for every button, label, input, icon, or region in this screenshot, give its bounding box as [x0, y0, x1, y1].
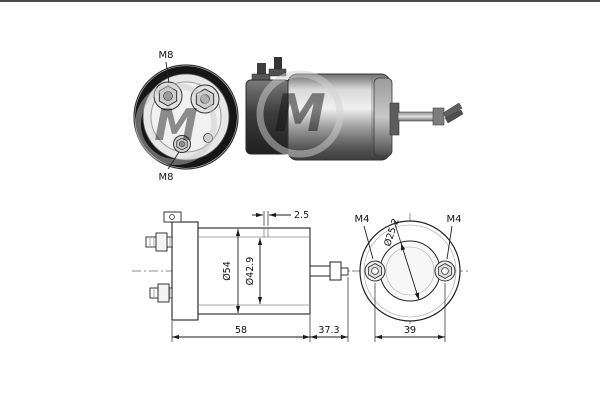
dim-label-inner-dia: Ø42.9 [245, 257, 256, 286]
leader-m4-right [446, 225, 453, 260]
dim-label-shaft-length: 37.3 [318, 325, 339, 336]
watermark-ring [135, 83, 217, 165]
drawing-body [197, 227, 311, 315]
drawing-plunger-head [329, 261, 342, 281]
drawing-flange [171, 221, 199, 321]
drawing-terminal-bottom [149, 283, 173, 303]
photo-stud-2 [274, 57, 282, 76]
photo-stud-1 [257, 63, 266, 80]
watermark-logo: M [274, 84, 326, 144]
label-hole-m4-right: M4 [447, 214, 462, 225]
watermark-logo: M [154, 100, 198, 151]
drawing-shaft [309, 265, 333, 277]
rear-view: M4 M4 Ø25.2 39 [352, 213, 468, 342]
bolt-center [163, 91, 173, 101]
drawing-shaft-tip [340, 267, 349, 276]
leader-m4-left [363, 225, 374, 260]
label-hole-m4-left: M4 [355, 214, 370, 225]
rear-secondary-circle [363, 224, 457, 318]
hole-bore [441, 267, 449, 275]
dim-label-step: 2.5 [294, 210, 309, 221]
rear-hole-right [434, 260, 456, 282]
product-photo: M [245, 57, 464, 161]
dim-line-pilot-dia [400, 242, 420, 301]
hole-bore [371, 267, 379, 275]
front-view: M M8 M8 [133, 50, 239, 183]
dim-ext-pilot-dia [393, 220, 402, 244]
front-small-hole [203, 133, 213, 143]
front-view-black-ring [135, 66, 237, 168]
side-drawing: Ø54 Ø42.9 2.5 58 37.3 [132, 210, 354, 342]
watermark-photo: M [256, 70, 344, 158]
dim-label-body-length: 58 [235, 325, 247, 336]
stud-center [178, 140, 186, 148]
drawing-tab-hole [169, 214, 175, 220]
photo-rear-cap [373, 77, 393, 157]
photo-fork-lower [444, 109, 464, 124]
label-terminal-m8-bottom: M8 [159, 172, 174, 183]
stud-nut [155, 232, 168, 252]
dim-label-hole-spacing: 39 [404, 325, 416, 336]
front-bottom-stud [173, 135, 191, 153]
watermark-front: M [135, 83, 217, 165]
leader-m8-bottom [167, 151, 180, 170]
photo-shaft-end-block [432, 107, 445, 126]
photo-collar [389, 102, 400, 136]
photo-fork-upper [442, 102, 463, 120]
rear-hole-left [364, 260, 386, 282]
leader-m8-top [165, 61, 170, 84]
label-terminal-m8-top: M8 [159, 50, 174, 61]
dim-label-outer-dia: Ø54 [222, 261, 233, 281]
drawing-terminal-top [145, 232, 173, 252]
photo-shaft [397, 111, 436, 122]
watermark-ring [256, 70, 344, 158]
bolt-center [200, 94, 210, 104]
front-terminal-bolt-left [153, 81, 183, 111]
stud-nut [157, 283, 170, 303]
drawing-tab [163, 211, 182, 223]
front-terminal-bolt-right [190, 84, 220, 114]
photo-nut-2 [268, 68, 287, 77]
